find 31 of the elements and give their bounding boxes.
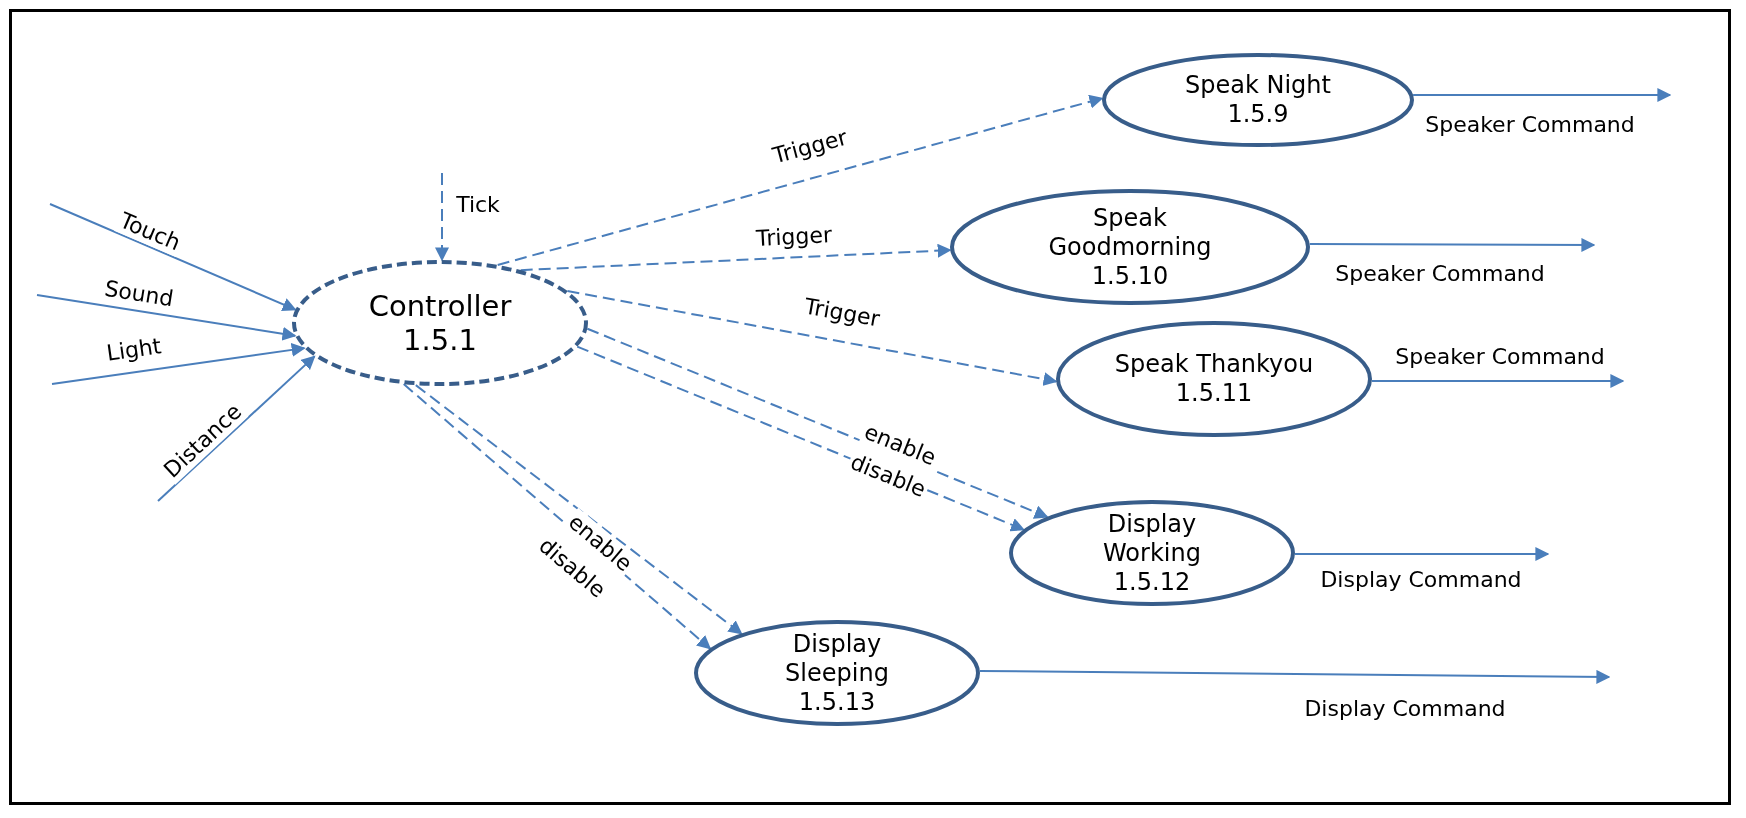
process-number: 1.5.1	[403, 323, 477, 357]
process-number: 1.5.9	[1227, 100, 1289, 129]
process-number: 1.5.10	[1091, 261, 1169, 291]
process-ellipse	[950, 189, 1310, 305]
arrow	[36, 294, 297, 341]
arrow	[496, 94, 1104, 266]
arrow	[49, 203, 297, 312]
process-name: Display Working	[1102, 509, 1202, 568]
arrow	[519, 243, 952, 272]
arrow	[1293, 547, 1550, 561]
process-ellipse	[694, 620, 980, 726]
arrow	[51, 342, 306, 385]
process-ellipse	[1056, 321, 1372, 437]
arrow	[566, 289, 1058, 386]
arrow	[414, 384, 743, 635]
process-name: Speak Night	[1185, 71, 1331, 100]
process-name: Speak Thankyou	[1114, 350, 1314, 379]
arrow	[157, 355, 316, 502]
arrow	[978, 669, 1611, 684]
arrow	[1308, 237, 1596, 252]
arrow	[1412, 88, 1672, 102]
process-ellipse	[1009, 500, 1295, 606]
process-name: Speak Goodmorning	[1047, 203, 1213, 262]
process-number: 1.5.13	[798, 687, 876, 717]
process-name: Controller	[368, 289, 512, 323]
process-number: 1.5.11	[1175, 379, 1253, 408]
dashed-process-ellipse	[292, 260, 588, 386]
process-ellipse	[1102, 53, 1414, 147]
process-number: 1.5.12	[1113, 567, 1191, 597]
arrow	[435, 172, 449, 262]
process-name: Display Sleeping	[784, 629, 890, 688]
